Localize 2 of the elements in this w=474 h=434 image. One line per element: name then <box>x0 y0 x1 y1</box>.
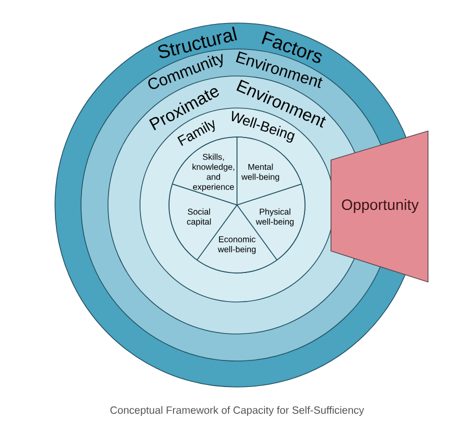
caption: Conceptual Framework of Capacity for Self-Sufficiency <box>110 406 364 416</box>
trapezoid: Opportunity <box>330 130 428 283</box>
